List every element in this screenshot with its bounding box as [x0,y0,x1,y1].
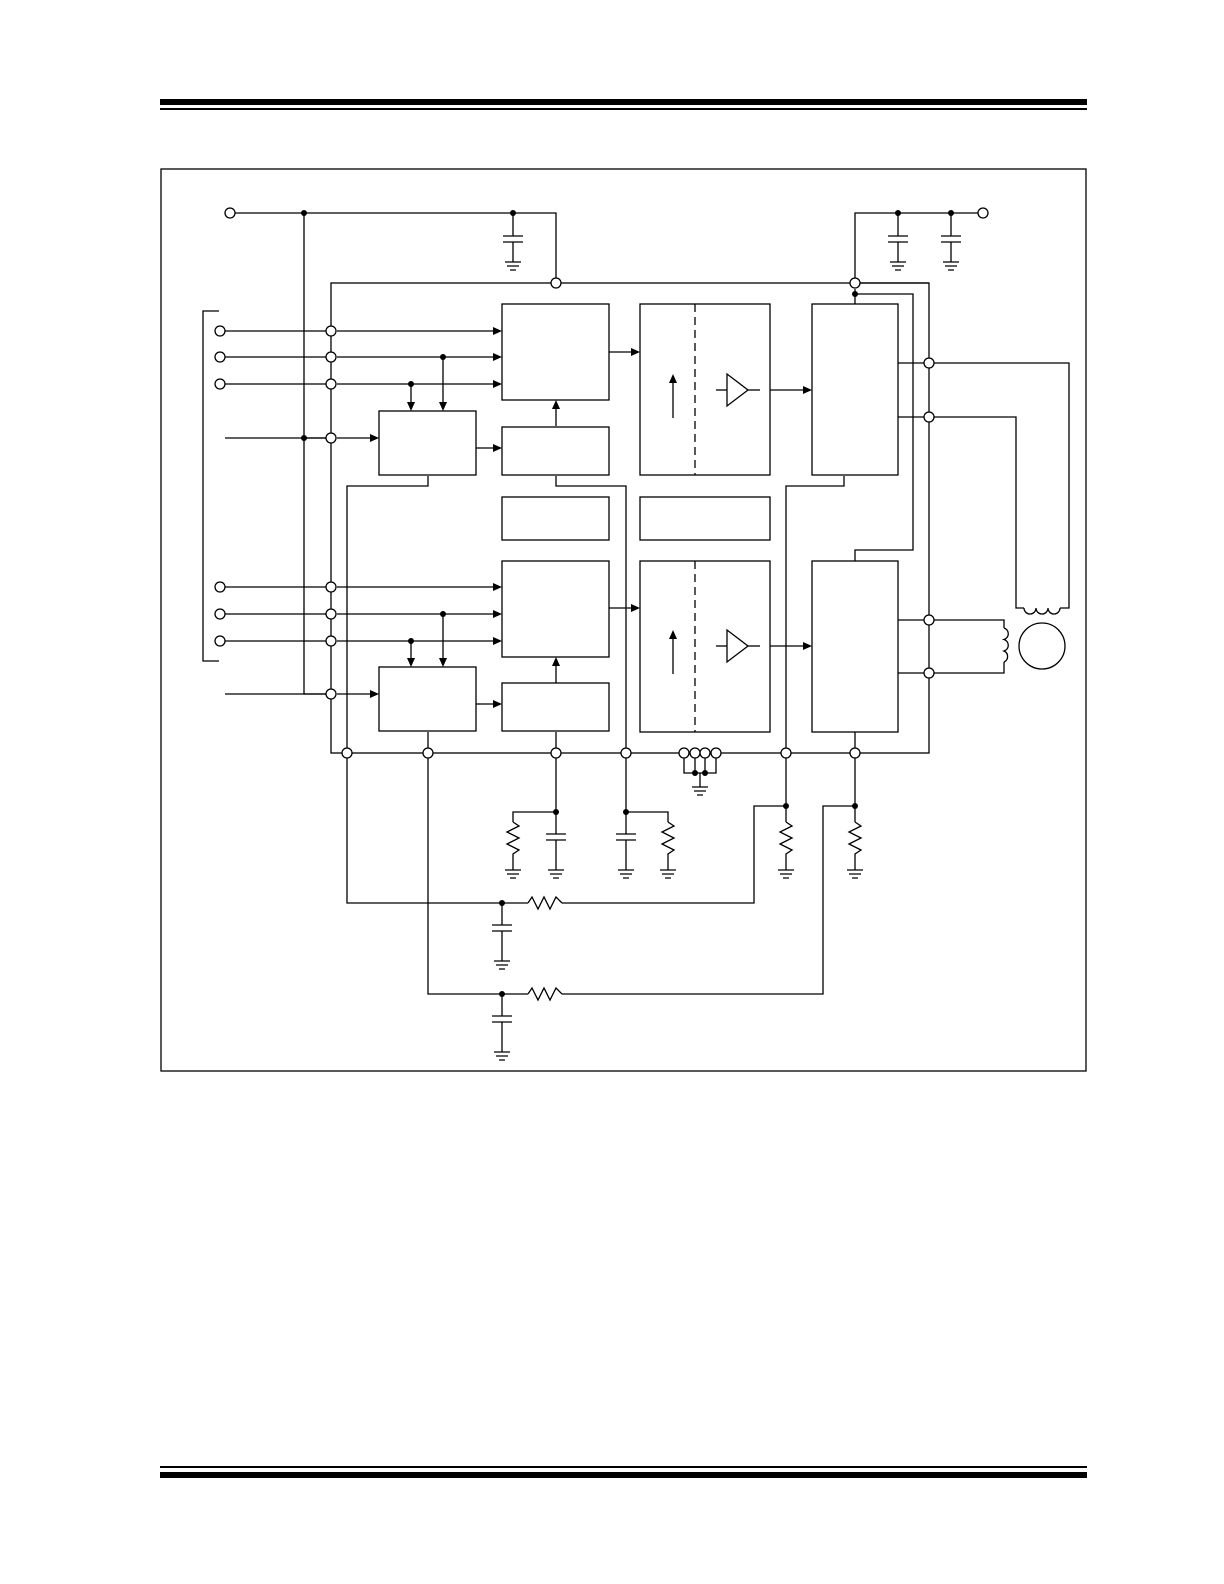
logic-a [501,303,610,401]
footer-rule-thin [160,1466,1087,1468]
control-b [378,666,477,732]
bridge-a [811,303,899,476]
pins [214,207,989,759]
resistors [505,786,863,1002]
control-a [378,410,477,476]
blocks [378,303,899,733]
header-rule-thick [160,99,1087,105]
stepper-motor-symbol [1001,607,1066,670]
figure-frame [160,168,1087,1072]
footer-rule-thick [160,1472,1087,1478]
dac-a [501,426,610,476]
sense-internals [669,304,760,732]
aux-block-right [639,496,771,541]
capacitors [492,235,961,1061]
aux-block-left [501,496,610,541]
header-rule-thin [160,108,1087,110]
logic-b [501,560,610,658]
arrowheads [370,327,812,708]
input-bracket [202,310,219,662]
junction-dots [301,210,954,997]
bridge-b [811,560,899,733]
dac-b [501,682,610,732]
